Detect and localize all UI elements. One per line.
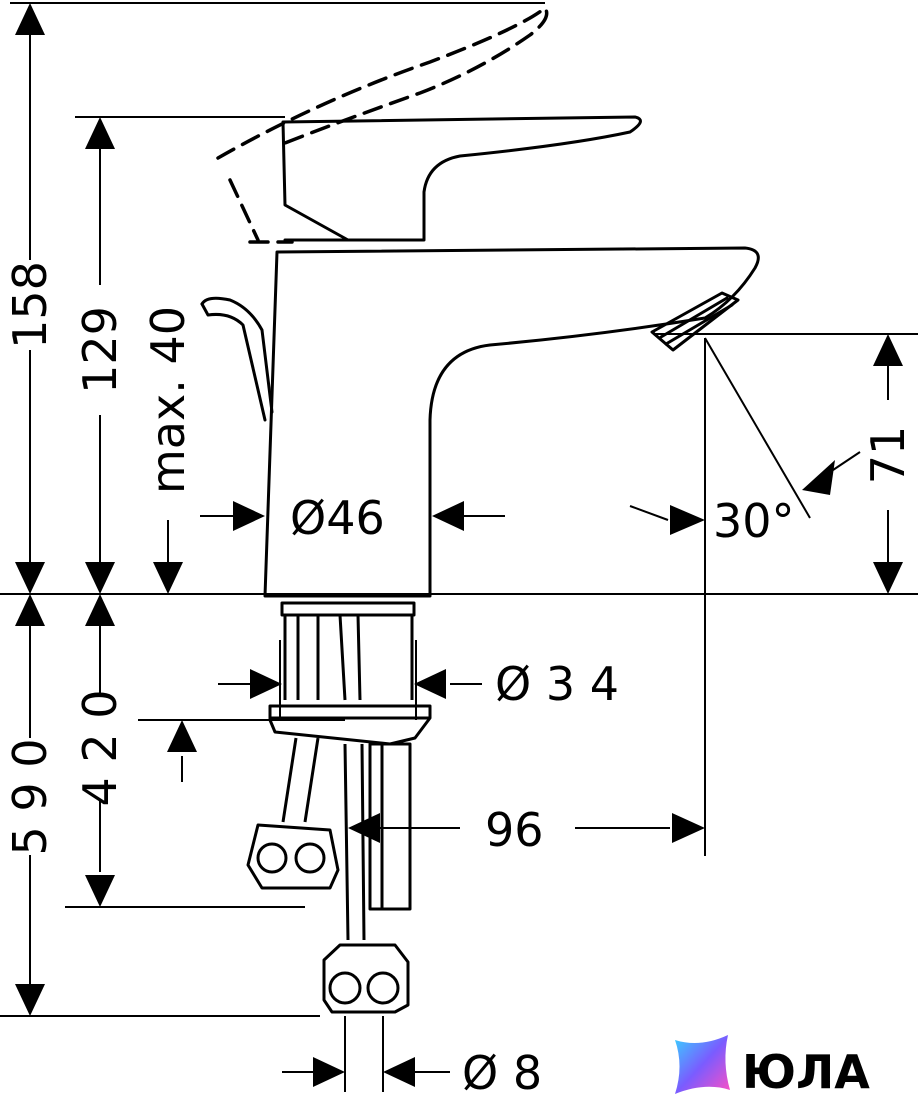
arrow-d34-left — [250, 669, 282, 699]
label-d34: Ø 3 4 — [495, 657, 619, 711]
arrow-71-top — [873, 334, 903, 366]
arrow-max40 — [153, 562, 183, 594]
label-d46: Ø46 — [290, 491, 385, 545]
label-420: 4 2 0 — [73, 689, 127, 806]
label-71: 71 — [861, 426, 915, 485]
arrow-420-bottom — [85, 875, 115, 907]
arrow-d34-right — [414, 669, 446, 699]
label-96: 96 — [485, 803, 544, 857]
connector-bottom — [322, 943, 410, 1014]
label-30deg: 30° — [713, 494, 795, 548]
dimension-arrows — [15, 3, 903, 1087]
arrow-d8-right — [383, 1057, 415, 1087]
arrow-158-bottom — [15, 562, 45, 594]
faucet-outline — [200, 115, 760, 598]
lever-handle — [281, 115, 642, 242]
arrow-71-bottom — [873, 562, 903, 594]
hose-left — [281, 615, 320, 823]
arrow-158-top — [15, 3, 45, 35]
arrow-plate — [167, 720, 197, 752]
hose-center — [338, 614, 366, 941]
label-max40: max. 40 — [141, 306, 195, 494]
arrow-angle — [802, 460, 835, 495]
arrow-129-bottom — [85, 562, 115, 594]
arrow-590-top — [15, 594, 45, 626]
arrow-590-bottom — [15, 984, 45, 1016]
logo-text: ЮЛА — [742, 1045, 870, 1099]
fixing-plate — [268, 704, 432, 746]
arrow-129-top — [85, 117, 115, 149]
label-d8: Ø 8 — [462, 1046, 542, 1100]
popup-rod — [200, 296, 274, 414]
brand-logo: ЮЛА — [675, 1035, 870, 1099]
arrow-96-left — [348, 813, 380, 843]
star-logo-icon — [675, 1035, 730, 1094]
arrow-d46-right — [432, 501, 464, 531]
under-deck-parts — [246, 601, 432, 1014]
arrow-96-right — [672, 813, 705, 843]
arrow-d8-left — [313, 1057, 345, 1087]
shank — [280, 601, 416, 617]
label-590: 5 9 0 — [3, 738, 57, 855]
label-158: 158 — [3, 261, 57, 349]
arrow-420-top — [85, 594, 115, 626]
arrow-d46-left — [233, 501, 265, 531]
label-129: 129 — [73, 306, 127, 394]
faucet-body — [263, 246, 760, 598]
lever-open-position — [216, 5, 549, 244]
arrow-outlet — [670, 505, 705, 535]
connector-left — [246, 823, 340, 890]
